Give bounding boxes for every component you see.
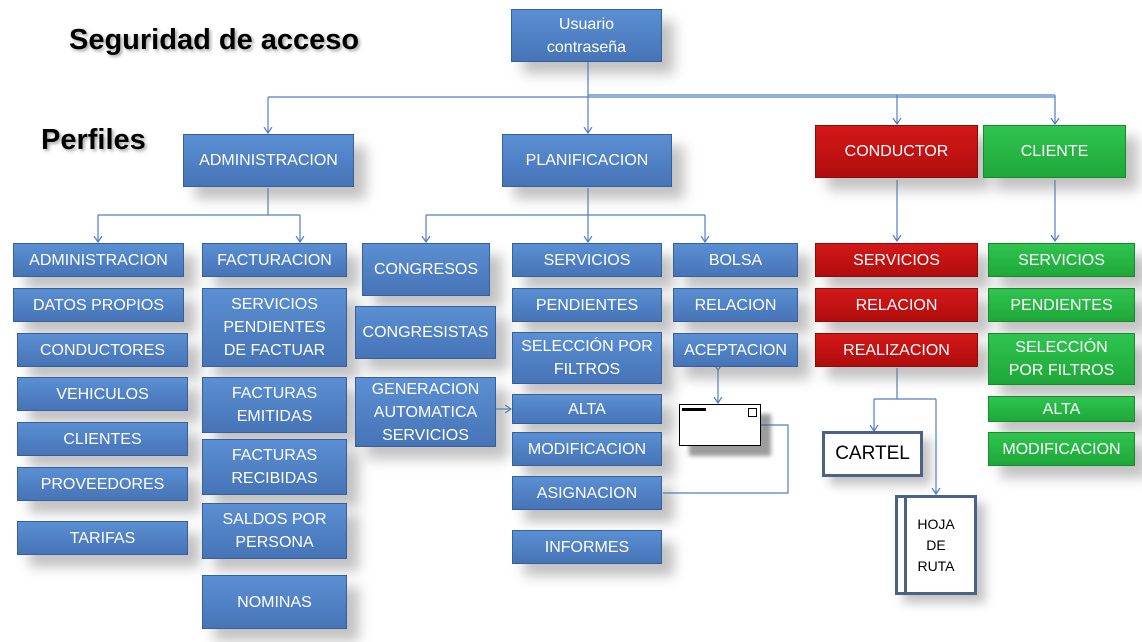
plan-node-servicios: SERVICIOS [512, 243, 662, 277]
admin-node-label: PROVEEDORES [40, 475, 165, 493]
conductor-node-label: SERVICIOS [853, 251, 940, 269]
plan-node-aceptacion: ACEPTACION [673, 333, 798, 367]
admin-node-nominas: NOMINAS [202, 575, 347, 629]
root-label: Usuario contraseña [546, 15, 627, 56]
plan-node-alta: ALTA [512, 394, 662, 424]
cliente-node-label: SELECCIÓN POR FILTROS [1008, 339, 1115, 379]
cartel-box: CARTEL [822, 431, 923, 477]
admin-node-label: FACTURACION [217, 251, 332, 269]
cliente-node-pendientes: PENDIENTES [988, 288, 1135, 322]
conductor-node-label: RELACION [855, 296, 938, 314]
root-box: Usuario contraseña [511, 9, 662, 62]
plan-node-label: ASIGNACION [536, 484, 638, 502]
plan-node-label: MODIFICACION [527, 440, 647, 458]
cliente-node-seleccion: SELECCIÓN POR FILTROS [988, 333, 1135, 385]
plan-node-pendientes: PENDIENTES [512, 288, 662, 322]
profile-administracion: ADMINISTRACION [183, 134, 354, 187]
cartel-label: CARTEL [835, 443, 910, 464]
admin-node-facturacion: FACTURACION [202, 243, 347, 277]
plan-node-congresos: CONGRESOS [362, 243, 490, 296]
cliente-node-servicios: SERVICIOS [988, 243, 1135, 277]
envelope-icon [679, 404, 761, 446]
admin-node-proveedores: PROVEEDORES [17, 467, 188, 501]
admin-node-servicios-pendientes: SERVICIOS PENDIENTES DE FACTUAR [202, 288, 347, 367]
admin-node-label: CLIENTES [63, 430, 142, 448]
conductor-node-label: REALIZACION [843, 341, 950, 359]
admin-node-saldos: SALDOS POR PERSONA [202, 503, 347, 559]
admin-node-label: NOMINAS [237, 593, 312, 611]
plan-node-label: PENDIENTES [535, 296, 639, 314]
cliente-node-alta: ALTA [988, 396, 1135, 422]
admin-node-vehiculos: VEHICULOS [17, 377, 188, 411]
admin-node-label: SALDOS POR PERSONA [222, 511, 327, 551]
conductor-node-relacion: RELACION [815, 288, 978, 322]
plan-node-label: INFORMES [544, 538, 630, 556]
envelope-address-bar [682, 408, 706, 411]
plan-node-congresistas: CONGRESISTAS [355, 306, 496, 359]
admin-node-label: ADMINISTRACION [29, 251, 168, 269]
connector-asignacion-envelope [663, 424, 789, 494]
plan-node-informes: INFORMES [512, 530, 662, 564]
plan-node-label: BOLSA [708, 251, 763, 269]
profile-cliente: CLIENTE [983, 125, 1126, 178]
admin-node-clientes: CLIENTES [17, 422, 188, 456]
admin-node-label: TARIFAS [69, 529, 136, 547]
plan-node-label: RELACION [694, 296, 777, 314]
plan-node-label: SELECCIÓN POR FILTROS [521, 338, 653, 378]
admin-node-conductores: CONDUCTORES [17, 333, 188, 367]
plan-node-modificacion: MODIFICACION [512, 432, 662, 466]
profiles-heading: Perfiles [41, 124, 146, 156]
cliente-node-label: ALTA [1042, 400, 1081, 418]
plan-node-label: ALTA [568, 400, 606, 418]
plan-node-label: CONGRESISTAS [362, 324, 489, 341]
admin-node-label: CONDUCTORES [39, 341, 166, 359]
envelope-stamp [748, 408, 757, 417]
plan-node-label: GENERACION AUTOMATICA SERVICIOS [371, 380, 480, 444]
hoja-de-ruta-box: HOJA DE RUTA [895, 495, 977, 595]
cliente-node-label: PENDIENTES [1010, 296, 1113, 314]
profile-cliente-label: CLIENTE [1020, 143, 1089, 160]
plan-node-label: CONGRESOS [373, 261, 478, 278]
admin-node-facturas-recibidas: FACTURAS RECIBIDAS [202, 439, 347, 495]
hoja-de-ruta-inner-line [904, 495, 907, 595]
profile-administracion-label: ADMINISTRACION [199, 152, 338, 169]
cliente-node-label: SERVICIOS [1018, 251, 1105, 269]
plan-node-asignacion: ASIGNACION [512, 476, 662, 510]
cliente-node-label: MODIFICACION [1002, 440, 1121, 458]
admin-node-administracion: ADMINISTRACION [13, 243, 184, 277]
profile-conductor-label: CONDUCTOR [844, 143, 949, 160]
admin-node-tarifas: TARIFAS [17, 521, 188, 555]
admin-node-label: SERVICIOS PENDIENTES DE FACTUAR [223, 296, 326, 359]
hoja-de-ruta-label: HOJA DE RUTA [917, 515, 955, 574]
profile-conductor: CONDUCTOR [815, 125, 978, 178]
admin-node-label: VEHICULOS [56, 385, 149, 403]
admin-node-label: FACTURAS RECIBIDAS [231, 447, 318, 487]
security-heading: Seguridad de acceso [69, 24, 360, 56]
plan-node-bolsa: BOLSA [673, 243, 798, 277]
profile-planificacion: PLANIFICACION [502, 134, 672, 187]
profile-planificacion-label: PLANIFICACION [525, 152, 649, 169]
plan-node-relacion: RELACION [673, 288, 798, 322]
admin-node-label: DATOS PROPIOS [33, 296, 164, 314]
plan-node-seleccion: SELECCIÓN POR FILTROS [512, 332, 662, 384]
admin-node-facturas-emitidas: FACTURAS EMITIDAS [202, 377, 347, 433]
cliente-node-modificacion: MODIFICACION [988, 432, 1135, 466]
conductor-node-servicios: SERVICIOS [815, 243, 978, 277]
plan-node-generacion: GENERACION AUTOMATICA SERVICIOS [355, 377, 496, 447]
plan-node-label: ACEPTACION [684, 341, 787, 359]
conductor-node-realizacion: REALIZACION [815, 333, 978, 367]
admin-node-label: FACTURAS EMITIDAS [231, 385, 318, 425]
admin-node-datos-propios: DATOS PROPIOS [13, 288, 184, 322]
plan-node-label: SERVICIOS [543, 251, 631, 269]
